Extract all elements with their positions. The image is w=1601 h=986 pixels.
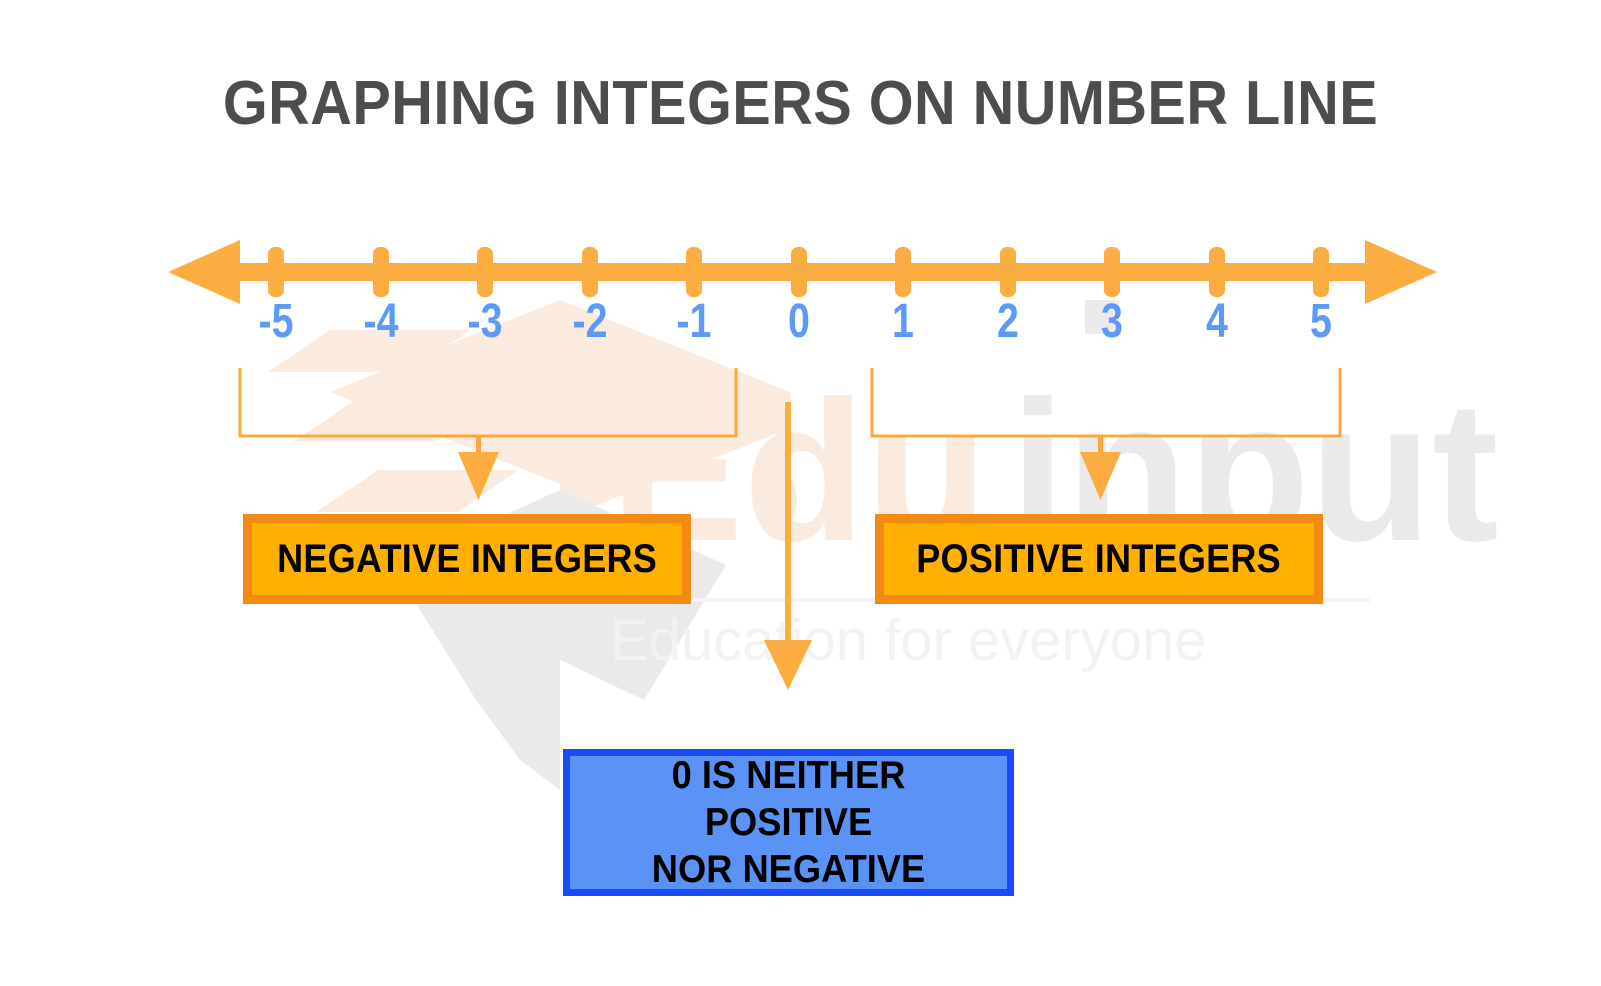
tick--5	[268, 247, 284, 297]
tick-1	[895, 247, 911, 297]
tick--2	[582, 247, 598, 297]
tick-label--1: -1	[676, 295, 712, 348]
tick-4	[1209, 247, 1225, 297]
page-title: GRAPHING INTEGERS ON NUMBER LINE	[222, 69, 1379, 138]
tick-label-3: 3	[1101, 295, 1123, 348]
tick-5	[1313, 247, 1329, 297]
zero-note-label: 0 IS NEITHER POSITIVE NOR NEGATIVE	[651, 754, 926, 891]
axis-arrow-right-icon	[1365, 240, 1437, 304]
zero-connector-arrow	[764, 402, 812, 690]
negative-group-bracket	[238, 368, 738, 438]
zero-note-callout: 0 IS NEITHER POSITIVE NOR NEGATIVE	[563, 749, 1014, 896]
negative-connector-arrow	[458, 436, 499, 500]
tick--4	[373, 247, 389, 297]
positive-connector-arrow	[1080, 436, 1121, 500]
tick-label-0: 0	[788, 295, 810, 348]
tick-label--5: -5	[258, 295, 294, 348]
tick-label--2: -2	[572, 295, 608, 348]
tick-0	[791, 247, 807, 297]
tick-marks	[268, 247, 1329, 297]
positive-integers-callout: POSITIVE INTEGERS	[875, 514, 1323, 604]
tick-label--4: -4	[363, 295, 399, 348]
tick-label-5: 5	[1310, 295, 1332, 348]
positive-group-bracket	[870, 368, 1342, 438]
tick-3	[1104, 247, 1120, 297]
tick-label--3: -3	[467, 295, 503, 348]
tick--1	[686, 247, 702, 297]
tick-label-2: 2	[997, 295, 1019, 348]
tick--3	[477, 247, 493, 297]
tick-2	[1000, 247, 1016, 297]
negative-integers-callout: NEGATIVE INTEGERS	[243, 514, 691, 604]
tick-label-1: 1	[892, 295, 914, 348]
axis-arrow-left-icon	[168, 240, 240, 304]
positive-integers-label: POSITIVE INTEGERS	[916, 536, 1282, 581]
tick-label-4: 4	[1206, 295, 1228, 348]
negative-integers-label: NEGATIVE INTEGERS	[277, 536, 657, 581]
